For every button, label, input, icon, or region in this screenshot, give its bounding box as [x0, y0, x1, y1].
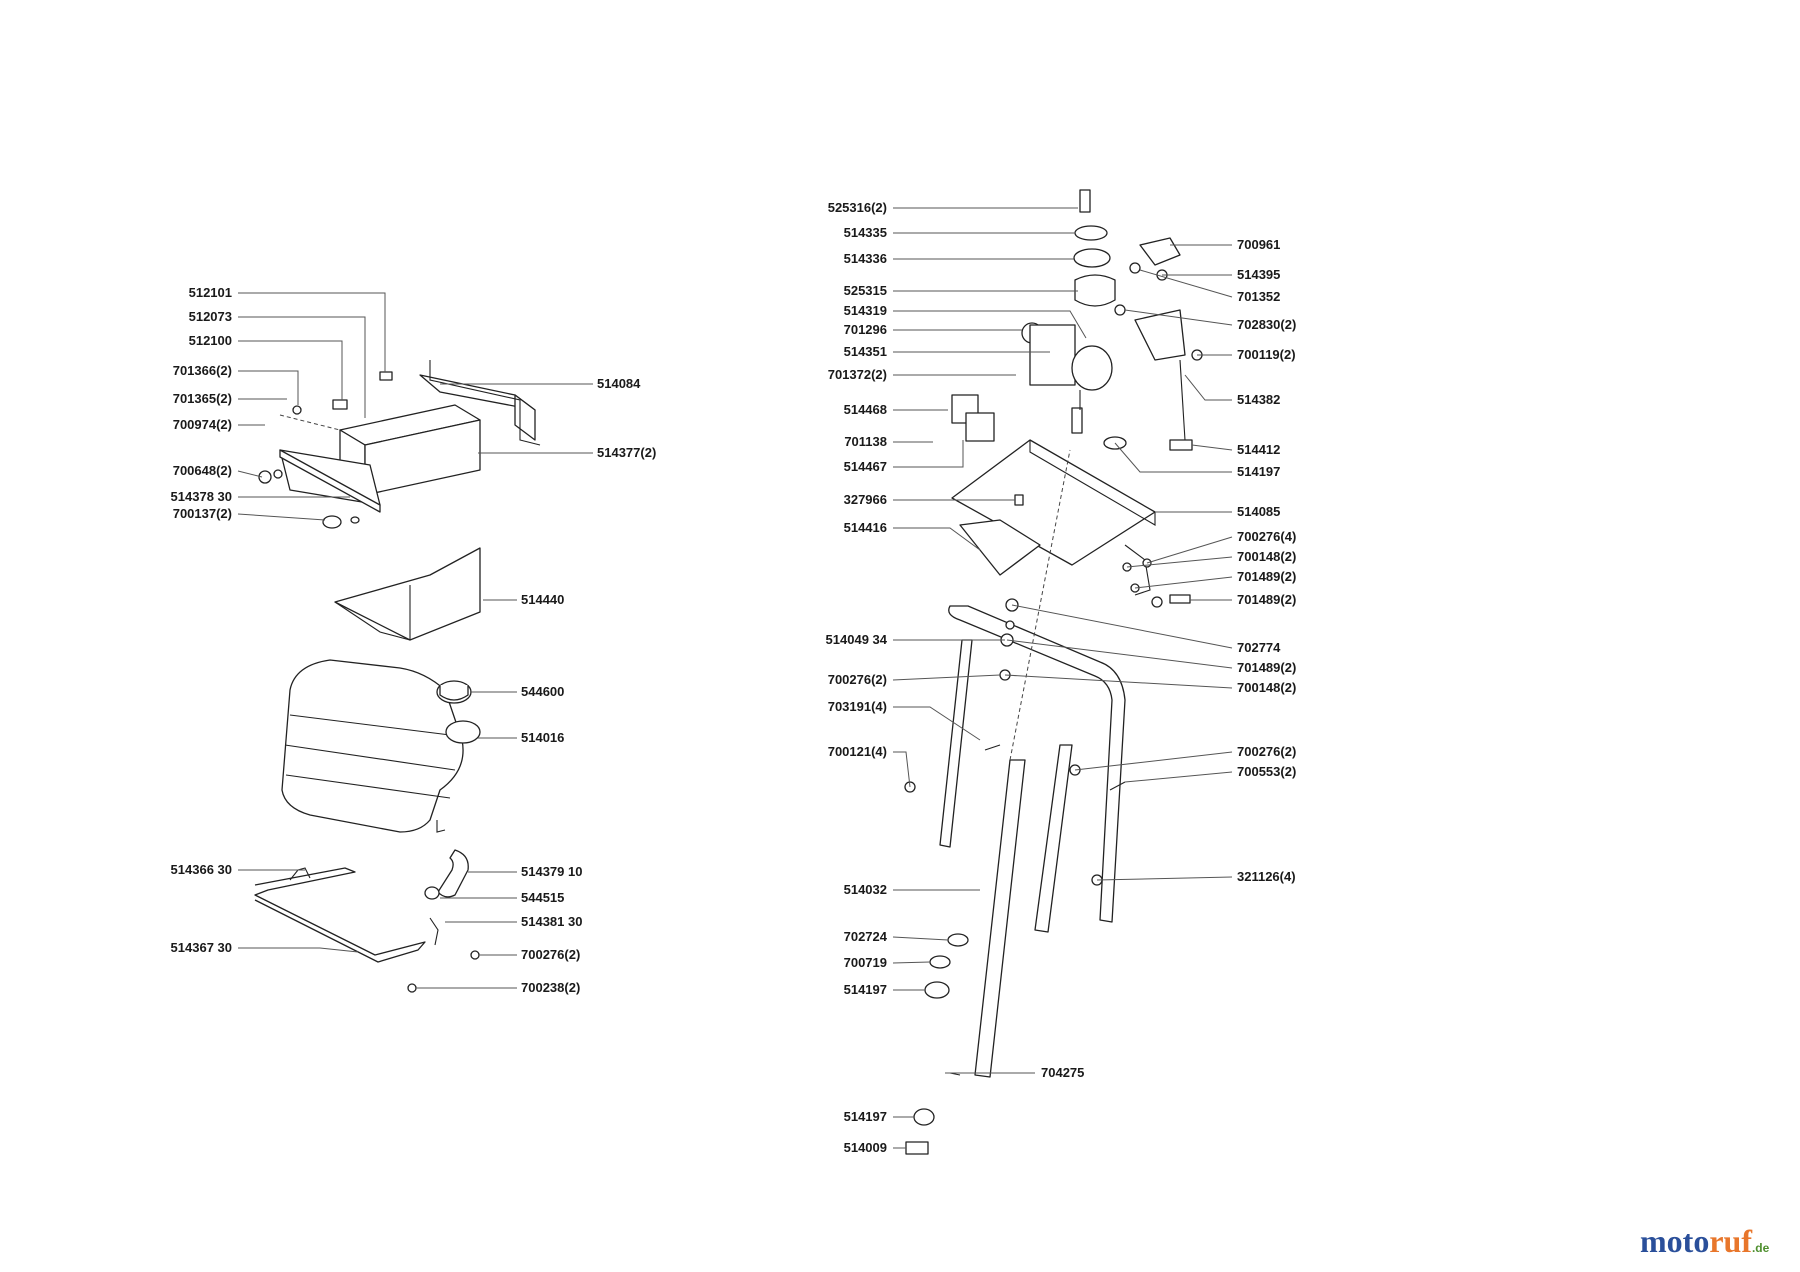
label-514351: 514351 — [844, 344, 887, 359]
label-514335: 514335 — [844, 225, 887, 240]
label-544600: 544600 — [521, 684, 564, 699]
right-assembly — [904, 189, 1203, 1155]
label-514084: 514084 — [597, 376, 641, 391]
label-704275: 704275 — [1041, 1065, 1084, 1080]
label-700137: 700137(2) — [173, 506, 232, 521]
strap-drawing — [254, 867, 480, 993]
label-512073: 512073 — [189, 309, 232, 324]
label-514440: 514440 — [521, 592, 564, 607]
label-525315: 525315 — [844, 283, 887, 298]
hose-drawing — [424, 849, 469, 900]
label-514379: 514379 10 — [521, 864, 582, 879]
fuel-tank-drawing — [281, 659, 481, 833]
steering-shaft-drawing — [905, 449, 1071, 1155]
motoruf-logo: motoruf.de — [1640, 1223, 1770, 1259]
label-514378: 514378 30 — [171, 489, 232, 504]
label-514085: 514085 — [1237, 504, 1280, 519]
label-701489-plate-b: 701489(2) — [1237, 592, 1296, 607]
label-327966: 327966 — [844, 492, 887, 507]
label-544515: 544515 — [521, 890, 564, 905]
logo-suffix: .de — [1752, 1241, 1770, 1255]
leader-lines — [237, 207, 1233, 1149]
label-321126: 321126(4) — [1237, 869, 1296, 884]
logo-text-moto: moto — [1640, 1223, 1709, 1259]
label-514009: 514009 — [844, 1140, 887, 1155]
label-514319: 514319 — [844, 303, 887, 318]
label-514381: 514381 30 — [521, 914, 582, 929]
switch-panel-drawing — [1103, 237, 1203, 451]
label-701366: 701366(2) — [173, 363, 232, 378]
label-700148-plate: 700148(2) — [1237, 549, 1296, 564]
label-702774: 702774 — [1237, 640, 1281, 655]
label-700648: 700648(2) — [173, 463, 232, 478]
label-701489-plate-a: 701489(2) — [1237, 569, 1296, 584]
label-700553: 700553(2) — [1237, 764, 1296, 779]
tray-part-drawing — [334, 547, 481, 641]
svg-text:motoruf.de: motoruf.de — [1640, 1223, 1770, 1259]
label-514197-panel: 514197 — [1237, 464, 1280, 479]
label-525316: 525316(2) — [828, 200, 887, 215]
battery-part-drawing — [258, 360, 541, 529]
label-700276-plate: 700276(4) — [1237, 529, 1296, 544]
label-700121: 700121(4) — [828, 744, 887, 759]
logo-text-ruf: ruf — [1709, 1223, 1752, 1259]
label-700276-leg: 700276(2) — [1237, 744, 1296, 759]
label-514367: 514367 30 — [171, 940, 232, 955]
label-703191: 703191(4) — [828, 699, 887, 714]
console-plate-drawing — [951, 439, 1191, 608]
label-701352: 701352 — [1237, 289, 1280, 304]
label-514377: 514377(2) — [597, 445, 656, 460]
label-701372: 701372(2) — [828, 367, 887, 382]
label-701296: 701296 — [844, 322, 887, 337]
label-701489-handlebar: 701489(2) — [1237, 660, 1296, 675]
label-514336: 514336 — [844, 251, 887, 266]
label-514197-shaft-upper: 514197 — [844, 982, 887, 997]
label-702724: 702724 — [844, 929, 888, 944]
label-700276-strap: 700276(2) — [521, 947, 580, 962]
label-512100: 512100 — [189, 333, 232, 348]
label-514382: 514382 — [1237, 392, 1280, 407]
label-514467: 514467 — [844, 459, 887, 474]
label-514366: 514366 30 — [171, 862, 232, 877]
left-assembly — [254, 360, 541, 993]
label-702830: 702830(2) — [1237, 317, 1296, 332]
label-700238: 700238(2) — [521, 980, 580, 995]
label-700974: 700974(2) — [173, 417, 232, 432]
label-514197-shaft-lower: 514197 — [844, 1109, 887, 1124]
label-700276-handlebar: 700276(2) — [828, 672, 887, 687]
label-700119: 700119(2) — [1237, 347, 1296, 362]
label-514412: 514412 — [1237, 442, 1280, 457]
label-700961: 700961 — [1237, 237, 1280, 252]
label-514032: 514032 — [844, 882, 887, 897]
label-701138: 701138 — [844, 434, 887, 449]
label-700719: 700719 — [844, 955, 887, 970]
label-514395: 514395 — [1237, 267, 1280, 282]
label-700148-handlebar: 700148(2) — [1237, 680, 1296, 695]
label-514049: 514049 34 — [826, 632, 888, 647]
ignition-switch-drawing — [951, 189, 1116, 442]
label-514016: 514016 — [521, 730, 564, 745]
handlebar-drawing — [904, 598, 1126, 933]
part-labels: 512101 512073 512100 701366(2) 701365(2)… — [171, 200, 1297, 1155]
label-514416: 514416 — [844, 520, 887, 535]
label-512101: 512101 — [189, 285, 232, 300]
label-701365: 701365(2) — [173, 391, 232, 406]
label-514468: 514468 — [844, 402, 887, 417]
